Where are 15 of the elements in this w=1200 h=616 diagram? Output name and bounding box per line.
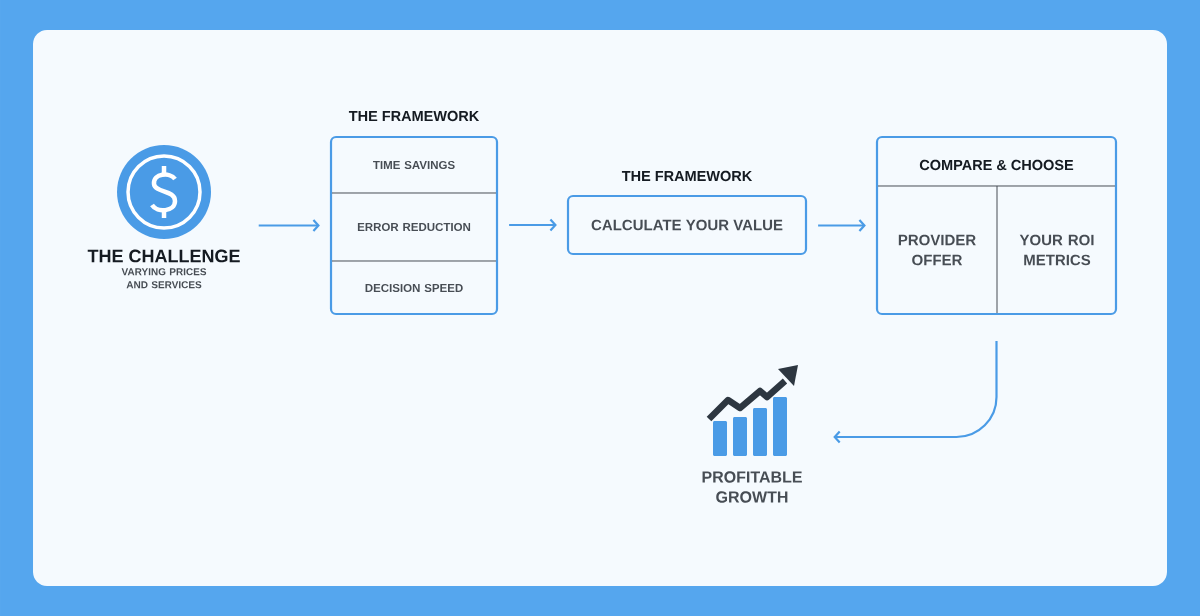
row-label: YOUR ROI METRICS xyxy=(1019,234,1094,266)
subtitle: VARYING PRICES AND SERVICES xyxy=(121,268,207,289)
row-label: TIME SAVINGS xyxy=(373,160,455,170)
arrow xyxy=(818,219,866,232)
process-box: CALCULATE YOUR VALUE xyxy=(566,194,808,256)
result-label: PROFITABLE GROWTH xyxy=(702,471,802,503)
row-label: DECISION SPEED xyxy=(365,283,463,293)
arrow xyxy=(509,218,557,232)
heading: THE CHALLENGE xyxy=(87,249,240,263)
heading: THE FRAMEWORK xyxy=(348,110,480,122)
arrow xyxy=(833,341,998,444)
row-label: ERROR REDUCTION xyxy=(357,222,471,232)
heading: THE FRAMEWORK xyxy=(621,170,753,182)
row-label: PROVIDER OFFER xyxy=(898,234,976,266)
arrow xyxy=(258,219,320,232)
